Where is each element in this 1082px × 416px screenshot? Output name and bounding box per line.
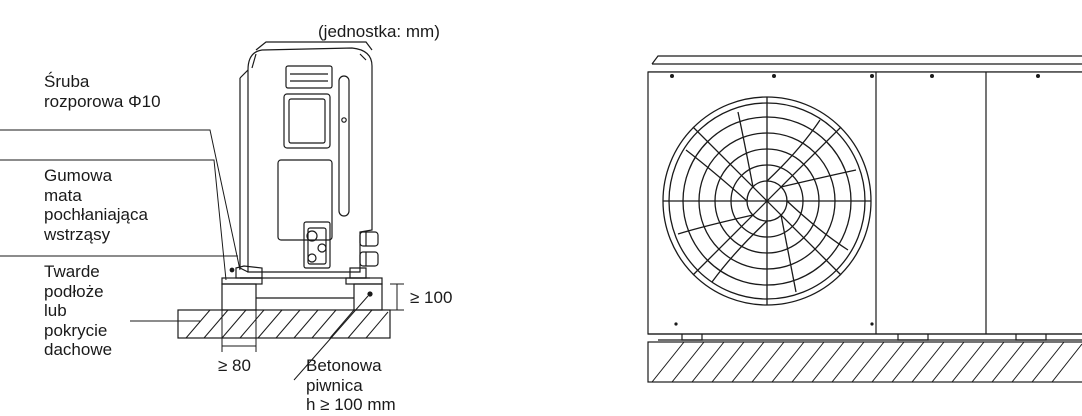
upper-side-panel [283,93,331,149]
label-hard-ground: Twarde podłoże lub pokrycie dachowe [44,262,113,359]
pipe-connector-upper [359,231,379,247]
ground-slab-side [177,309,391,339]
dimension-height-min: ≥ 100 [410,288,453,307]
pipe-connector-lower [359,251,379,267]
side-grille [285,65,333,89]
handle-slot [338,75,350,217]
dimension-width-min: ≥ 80 [218,356,251,375]
unit-side-top-rim [255,41,373,51]
ground-slab-front [647,341,1082,383]
label-concrete-base: Betonowa piwnica h ≥ 100 mm [306,356,396,414]
label-expansion-bolt: Śruba rozporowa Φ10 [44,72,161,111]
leader-bolt [0,129,241,271]
front-foot-right [1015,334,1047,341]
unit-foot-left [235,265,263,279]
service-valve-box [303,221,331,269]
front-top-cover [648,55,1082,73]
leader-mat [0,159,227,281]
lower-side-panel [277,159,333,241]
front-foot-left [681,334,703,341]
leader-concrete [293,295,369,381]
front-foot-mid [897,334,929,341]
label-rubber-mat: Gumowa mata pochłaniająca wstrząsy [44,166,148,244]
fan-guard [662,96,872,306]
unit-note: (jednostka: mm) [318,22,440,41]
